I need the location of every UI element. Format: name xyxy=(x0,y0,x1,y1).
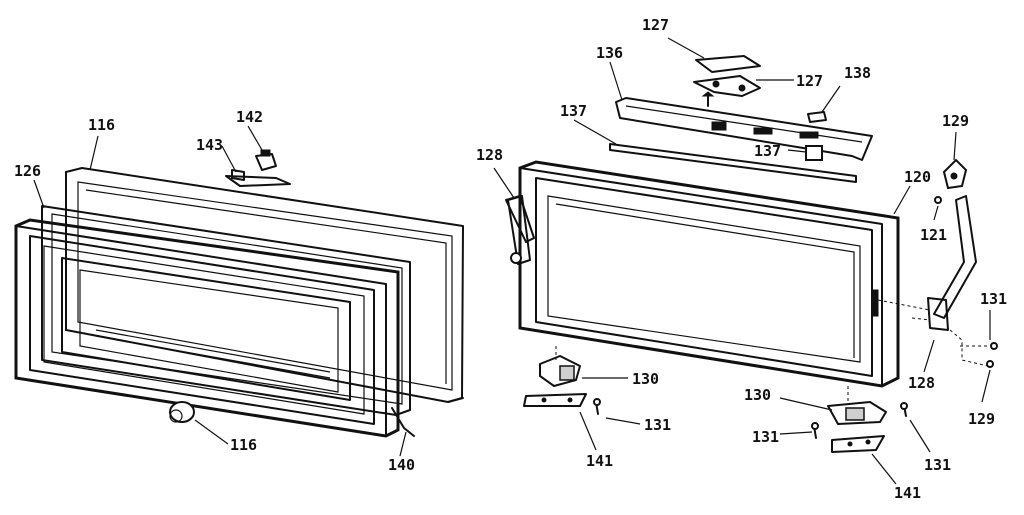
callout-141b: 141 xyxy=(894,484,921,502)
callout-140: 140 xyxy=(388,456,415,474)
callout-137b: 137 xyxy=(754,142,781,160)
door-liner-frame xyxy=(14,218,400,438)
hinge-plate-130-left xyxy=(539,355,581,387)
callout-127a: 127 xyxy=(642,16,669,34)
callout-131c: 131 xyxy=(752,428,779,446)
callout-121: 121 xyxy=(920,226,947,244)
callout-131a: 131 xyxy=(980,290,1007,308)
callout-142: 142 xyxy=(236,108,263,126)
hinge-arm-128-right xyxy=(927,195,977,331)
hinge-128-left xyxy=(505,195,535,265)
outer-door-frame-116 xyxy=(65,167,464,403)
shim-141-right xyxy=(831,435,885,453)
callout-136: 136 xyxy=(596,44,623,62)
right-door-assembly xyxy=(493,37,998,485)
bracket-143 xyxy=(225,169,291,187)
callout-128b: 128 xyxy=(908,374,935,392)
door-panel-120 xyxy=(518,160,900,388)
bracket-127-upper xyxy=(695,55,761,73)
callout-116a: 116 xyxy=(88,116,115,134)
callout-141a: 141 xyxy=(586,452,613,470)
left-door-assembly xyxy=(14,125,464,457)
screws-131 xyxy=(593,342,998,439)
callout-labels: 127 127 138 136 137 137 129 128 120 121 … xyxy=(14,16,1007,502)
callout-130a: 130 xyxy=(632,370,659,388)
callout-129a: 129 xyxy=(942,112,969,130)
callout-143: 143 xyxy=(196,136,223,154)
callout-131d: 131 xyxy=(924,456,951,474)
hinge-plate-130-right xyxy=(827,401,887,425)
part-138 xyxy=(807,111,827,123)
door-gasket-126 xyxy=(41,205,411,416)
screw-center xyxy=(701,91,715,107)
cap-129 xyxy=(942,158,968,190)
callout-138: 138 xyxy=(844,64,871,82)
bracket-127-lower xyxy=(693,75,761,97)
knob-116 xyxy=(169,401,195,423)
screw-121 xyxy=(934,196,942,204)
callout-116b: 116 xyxy=(230,436,257,454)
callout-130b: 130 xyxy=(744,386,771,404)
callout-128a: 128 xyxy=(476,146,503,164)
top-trim-136 xyxy=(615,97,873,161)
cord-140 xyxy=(391,407,415,437)
callout-120: 120 xyxy=(904,168,931,186)
clip-137 xyxy=(805,145,823,161)
callout-126: 126 xyxy=(14,162,41,180)
latch-142 xyxy=(255,149,277,171)
callout-127b: 127 xyxy=(796,72,823,90)
callout-131b: 131 xyxy=(644,416,671,434)
callout-129b: 129 xyxy=(968,410,995,428)
callout-137a: 137 xyxy=(560,102,587,120)
shim-141-left xyxy=(523,393,587,407)
rail-137 xyxy=(609,143,857,183)
